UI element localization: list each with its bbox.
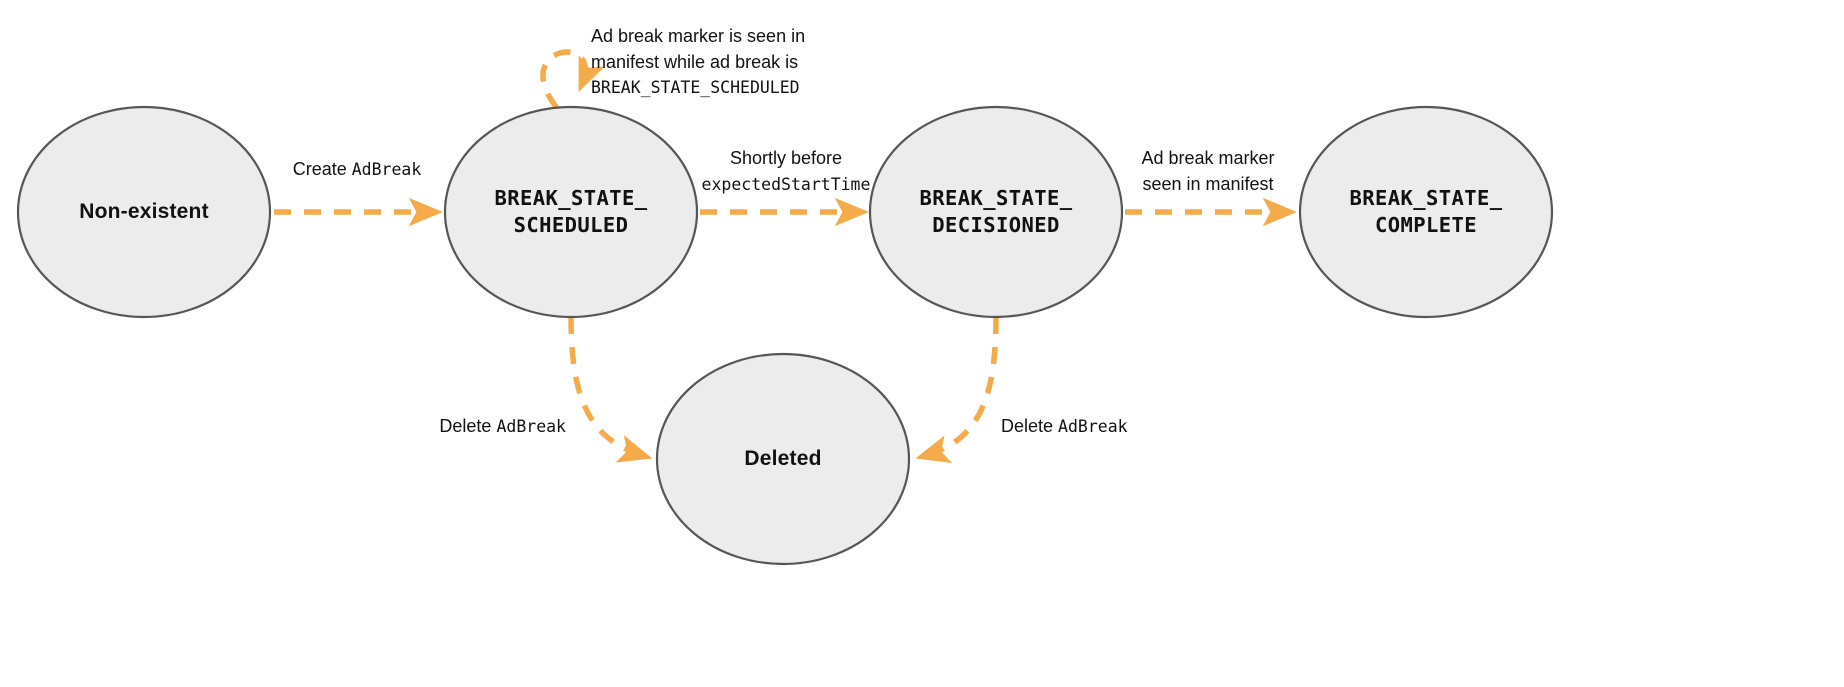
edge-label-code: AdBreak bbox=[1058, 417, 1128, 436]
edge-label-line: Create AdBreak bbox=[293, 157, 422, 183]
edge-label-scheduled-to-decisioned: Shortly before expectedStartTime bbox=[702, 146, 871, 197]
edge-label-decisioned-to-deleted: Delete AdBreak bbox=[1001, 414, 1128, 440]
edge-label-text: manifest while ad break is bbox=[591, 51, 799, 72]
edge-label-line: seen in manifest bbox=[1141, 172, 1274, 198]
edge-label-line: expectedStartTime bbox=[702, 172, 871, 198]
edge-label-line: Shortly before bbox=[702, 146, 871, 172]
edge-label-text: Create bbox=[292, 159, 352, 179]
edge-label-line: Ad break marker is seen in bbox=[591, 24, 805, 50]
edge-label-line: Delete AdBreak bbox=[1001, 414, 1128, 440]
edge-label-create-adbreak: Create AdBreak bbox=[293, 157, 422, 183]
state-node-break-state-scheduled[interactable] bbox=[443, 105, 699, 319]
edge-label-text: Ad break marker is seen in bbox=[591, 26, 806, 46]
edge-label-decisioned-to-complete: Ad break marker seen in manifest bbox=[1141, 146, 1274, 197]
edge-label-code: AdBreak bbox=[351, 160, 422, 179]
edge-label-text: seen in manifest bbox=[1142, 173, 1274, 194]
edge-label-line: Delete AdBreak bbox=[439, 414, 566, 440]
state-node-deleted[interactable] bbox=[655, 352, 911, 566]
edge-label-code: expectedStartTime bbox=[701, 174, 871, 194]
state-node-break-state-complete[interactable] bbox=[1298, 105, 1554, 319]
state-node-break-state-decisioned[interactable] bbox=[868, 105, 1124, 319]
edges-group bbox=[274, 49, 1297, 463]
edge-label-line: BREAK_STATE_SCHEDULED bbox=[591, 75, 805, 101]
edge-label-self-loop-scheduled: Ad break marker is seen in manifest while… bbox=[591, 24, 805, 101]
edge-label-code: BREAK_STATE_SCHEDULED bbox=[591, 78, 800, 98]
edge-self-loop-scheduled bbox=[540, 49, 606, 110]
nodes-group bbox=[16, 105, 1554, 566]
edge-label-line: Ad break marker bbox=[1141, 146, 1274, 172]
edge-scheduled-to-deleted bbox=[568, 316, 653, 463]
edge-label-code: AdBreak bbox=[496, 417, 566, 436]
edge-label-line: manifest while ad break is bbox=[591, 50, 805, 76]
edge-decisioned-to-deleted bbox=[915, 316, 999, 463]
edge-label-text: Shortly before bbox=[729, 148, 843, 168]
edge-label-text: Delete bbox=[439, 416, 497, 436]
edge-label-text: Delete bbox=[1001, 416, 1059, 436]
edge-label-text: Ad break marker bbox=[1141, 148, 1275, 168]
edge-label-scheduled-to-deleted: Delete AdBreak bbox=[439, 414, 566, 440]
state-node-non-existent[interactable] bbox=[16, 105, 272, 319]
